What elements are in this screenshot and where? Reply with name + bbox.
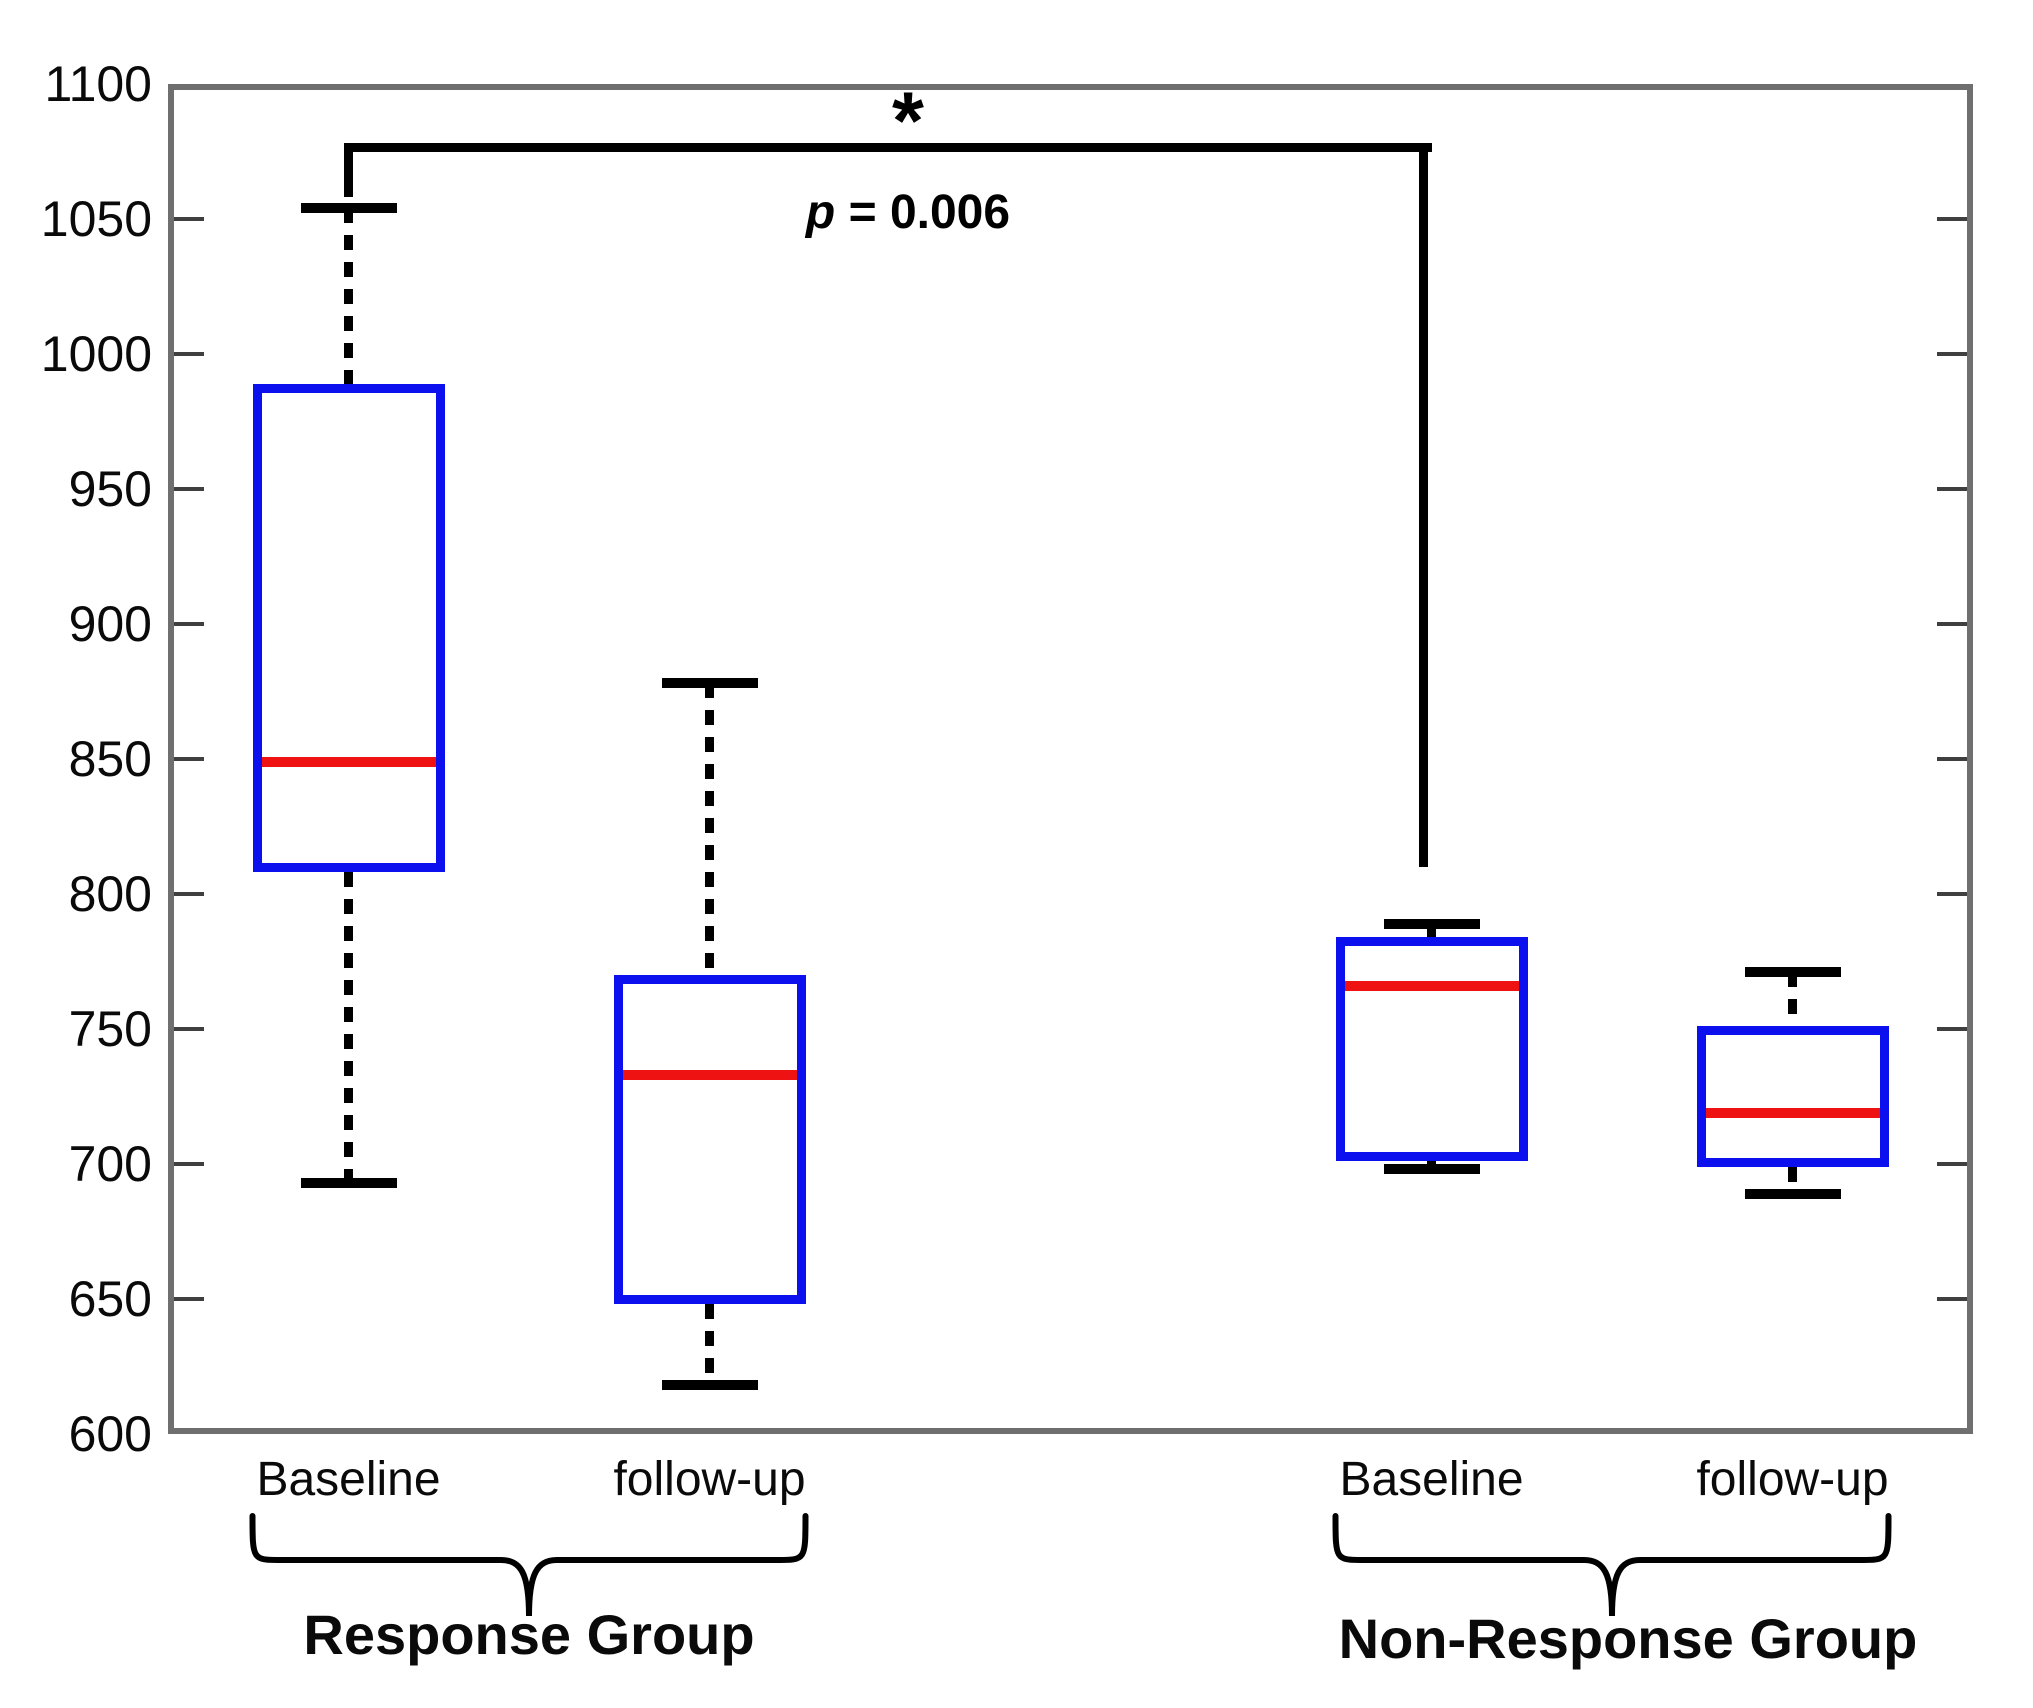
lower-whisker (1788, 1166, 1797, 1194)
significance-bracket-bar (348, 143, 1432, 153)
y-tick-label: 1100 (44, 56, 152, 112)
y-tick-label: 900 (68, 596, 152, 652)
upper-whisker (705, 683, 714, 975)
y-tick-label: 750 (68, 1001, 152, 1057)
upper-whisker (1427, 923, 1436, 938)
x-category-label: Baseline (1339, 1453, 1524, 1506)
box-iqr (1335, 937, 1528, 1162)
y-tick-label: 850 (68, 731, 152, 787)
p-value-label: p = 0.006 (806, 185, 1010, 240)
y-tick-mark-right (1937, 1297, 1967, 1301)
upper-whisker-cap (661, 678, 758, 689)
median-line (622, 1069, 797, 1080)
y-tick-mark-right (1937, 217, 1967, 221)
upper-whisker (344, 208, 353, 384)
group-title-non-response: Non-Response Group (1338, 1607, 1918, 1670)
lower-whisker (344, 872, 353, 1183)
x-category-label: follow-up (613, 1453, 806, 1506)
y-tick-mark-left (174, 1162, 204, 1166)
y-tick-mark-left (174, 622, 204, 626)
box-iqr (252, 383, 445, 873)
y-tick-mark-right (1937, 352, 1967, 356)
x-category-label: follow-up (1696, 1453, 1889, 1506)
lower-whisker-cap (661, 1380, 758, 1391)
y-tick-mark-right (1937, 757, 1967, 761)
y-tick-mark-right (1937, 1162, 1967, 1166)
y-tick-mark-right (1937, 487, 1967, 491)
lower-whisker-cap (1744, 1188, 1841, 1199)
significance-bracket-right-tail (1419, 143, 1428, 867)
y-tick-label: 1000 (40, 326, 152, 382)
box-iqr (1696, 1026, 1889, 1167)
y-tick-label: 700 (68, 1136, 152, 1192)
y-tick-mark-left (174, 352, 204, 356)
y-tick-mark-left (174, 892, 204, 896)
y-tick-mark-left (174, 1297, 204, 1301)
box-iqr (613, 975, 806, 1305)
group-title-response: Response Group (303, 1603, 755, 1666)
median-line (1344, 980, 1519, 991)
y-tick-label: 950 (68, 461, 152, 517)
y-tick-label: 1050 (40, 191, 152, 247)
upper-whisker-cap (300, 203, 397, 214)
y-tick-mark-left (174, 757, 204, 761)
lower-whisker (705, 1304, 714, 1386)
y-tick-label: 650 (68, 1271, 152, 1327)
significance-bracket-left-tail (344, 143, 353, 198)
median-line (261, 756, 436, 767)
y-tick-mark-right (1937, 892, 1967, 896)
median-line (1705, 1107, 1880, 1118)
upper-whisker-cap (1383, 918, 1480, 929)
y-tick-mark-left (174, 217, 204, 221)
lower-whisker-cap (300, 1177, 397, 1188)
lower-whisker-cap (1383, 1164, 1480, 1175)
y-tick-mark-left (174, 1027, 204, 1031)
plot-frame (168, 84, 1973, 1434)
upper-whisker (1788, 972, 1797, 1027)
y-tick-label: 800 (68, 866, 152, 922)
y-tick-mark-left (174, 487, 204, 491)
p-symbol: p (805, 186, 836, 240)
y-tick-mark-right (1937, 622, 1967, 626)
y-tick-mark-right (1937, 1027, 1967, 1031)
y-tick-label: 600 (68, 1406, 152, 1462)
x-category-label: Baseline (256, 1453, 441, 1506)
p-value-text: = 0.006 (835, 186, 1011, 240)
upper-whisker-cap (1744, 967, 1841, 978)
